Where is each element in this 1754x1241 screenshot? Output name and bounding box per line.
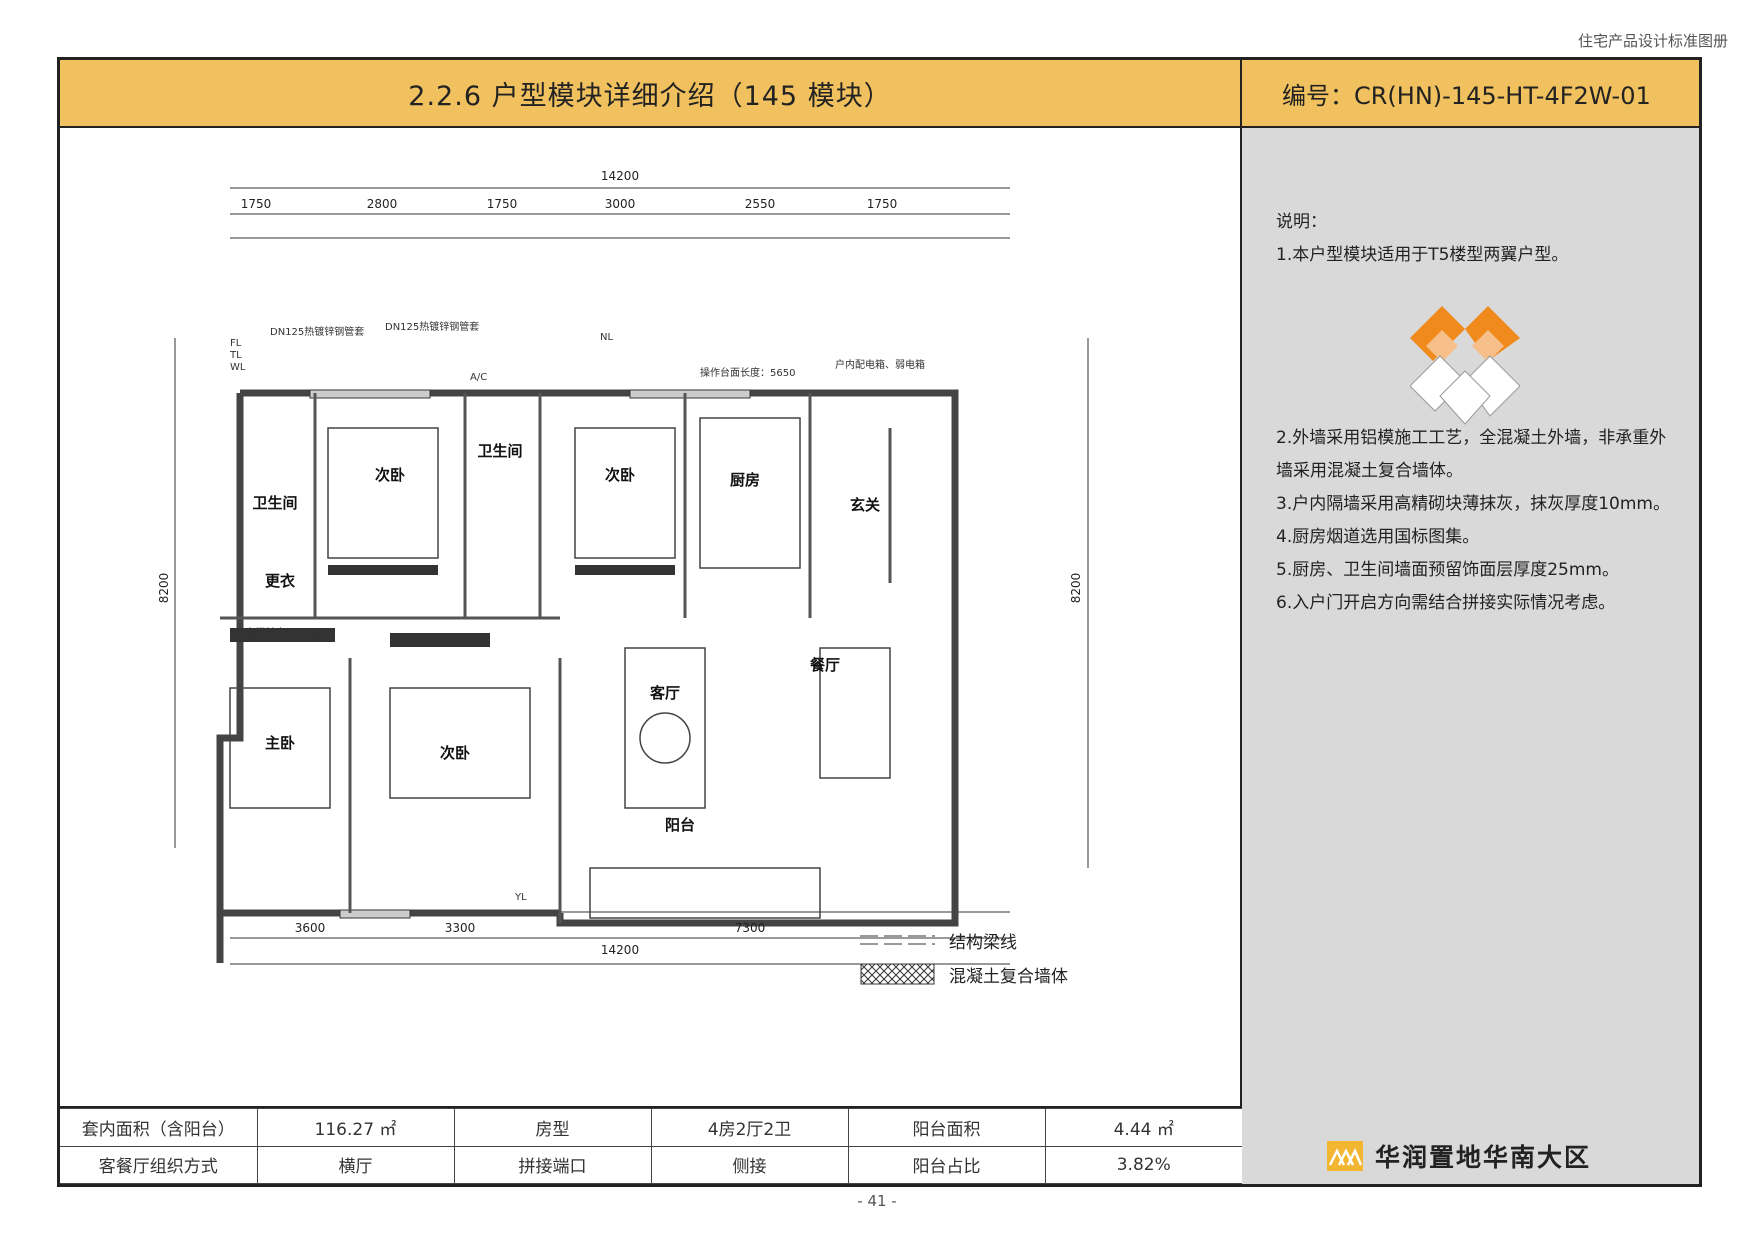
legend: 结构梁线 混凝土复合墙体 (860, 923, 1068, 991)
pipe-label-yl: YL (514, 892, 527, 903)
summary-cell: 客餐厅组织方式 (60, 1145, 258, 1184)
bed-master (229, 687, 331, 809)
summary-row: 套内面积（含阳台） 116.27 ㎡ 房型 4房2厅2卫 阳台面积 4.44 ㎡ (60, 1108, 1242, 1147)
summary-cell: 侧接 (650, 1145, 849, 1184)
sheet-title: 2.2.6 户型模块详细介绍（145 模块） (60, 60, 1242, 126)
room-bedroom-a: 次卧 (375, 466, 405, 484)
bed-bedroom-c (389, 687, 531, 799)
dim-top-2: 2800 (367, 197, 398, 211)
bed-bedroom-a (327, 427, 439, 559)
composite-wall-a (309, 389, 431, 399)
summary-cell: 116.27 ㎡ (256, 1108, 455, 1147)
dining-table (819, 647, 891, 779)
floor-plan: 14200 14200 1750 2800 1750 3000 2550 175… (157, 169, 1089, 965)
wardrobe-bedroom-c (390, 633, 490, 647)
pipe-label-fl: FL (230, 338, 242, 349)
dim-bottom-3: 7300 (735, 921, 766, 935)
legend-row-wall: 混凝土复合墙体 (860, 957, 1068, 991)
wardrobe-dressing (230, 628, 335, 642)
pipe-label-nl: NL (600, 332, 613, 343)
summary-cell: 4.44 ㎡ (1044, 1108, 1242, 1147)
room-kitchen: 厨房 (730, 471, 760, 489)
note-item: 1.本户型模块适用于T5楼型两翼户型。 (1276, 245, 1569, 265)
composite-wall-c (339, 909, 411, 919)
dim-left-total: 8200 (157, 573, 171, 604)
room-bath-a: 卫生间 (252, 494, 297, 512)
wardrobe-bedroom-a (328, 565, 438, 575)
beam-line-icon (860, 935, 935, 945)
module-diagram-icon (1410, 306, 1520, 425)
legend-beam-label: 结构梁线 (949, 932, 1017, 953)
note-item: 6.入户门开启方向需结合拼接实际情况考虑。 (1276, 593, 1616, 613)
dim-bottom-1: 3600 (295, 921, 326, 935)
sheet-frame: 2.2.6 户型模块详细介绍（145 模块） 编号：CR(HN)-145-HT-… (57, 57, 1702, 1187)
document-series-title: 住宅产品设计标准图册 (1577, 32, 1728, 50)
room-bedroom-b: 次卧 (605, 466, 635, 484)
floor-plan-area: 14200 14200 1750 2800 1750 3000 2550 175… (60, 128, 1242, 1106)
sofa-area (624, 647, 706, 809)
dim-top-total: 14200 (601, 169, 639, 183)
note-item: 5.厨房、卫生间墙面预留饰面层厚度25mm。 (1276, 560, 1619, 580)
sheet-code: 编号：CR(HN)-145-HT-4F2W-01 (1282, 81, 1651, 110)
pipe-label-tl: TL (229, 350, 242, 361)
page-number: - 41 - (857, 1192, 897, 1210)
room-bedroom-c: 次卧 (440, 744, 470, 762)
dim-bottom-2: 3300 (445, 921, 476, 935)
note-pipe-b: DN125热镀锌钢管套 (385, 320, 479, 333)
note-item: 4.厨房烟道选用国标图集。 (1276, 527, 1480, 547)
dim-top-6: 1750 (867, 197, 898, 211)
summary-cell: 拼接端口 (453, 1145, 652, 1184)
room-foyer: 玄关 (850, 496, 880, 514)
kitchen-counter (699, 417, 801, 569)
room-master: 主卧 (265, 734, 295, 752)
coffee-table (639, 712, 691, 764)
note-item: 3.户内隔墙采用高精砌块薄抹灰，抹灰厚度10mm。 (1276, 494, 1670, 514)
company-name: 华润置地华南大区 (1375, 1143, 1592, 1172)
dim-bottom-total: 14200 (601, 943, 639, 957)
summary-cell: 阳台占比 (847, 1145, 1046, 1184)
room-bath-b: 卫生间 (477, 442, 522, 460)
company-brand: 华润置地华南大区 (1327, 1134, 1591, 1178)
sheet-header: 2.2.6 户型模块详细介绍（145 模块） 编号：CR(HN)-145-HT-… (60, 60, 1699, 128)
dim-top-4: 3000 (605, 197, 636, 211)
room-living: 客厅 (649, 684, 680, 702)
room-balcony: 阳台 (665, 816, 695, 834)
ac-label: A/C (470, 372, 487, 383)
crland-logo-icon (1327, 1141, 1363, 1171)
composite-wall-b (629, 389, 751, 399)
notes-list: 说明： 1.本户型模块适用于T5楼型两翼户型。 2.外墙采用铝模施工工艺，全混凝… (1276, 206, 1676, 620)
note-meter: 户内配电箱、弱电箱 (835, 358, 925, 371)
composite-wall-icon (860, 963, 935, 985)
summary-table: 套内面积（含阳台） 116.27 ㎡ 房型 4房2厅2卫 阳台面积 4.44 ㎡… (60, 1106, 1242, 1184)
wall-south-east (556, 583, 959, 927)
summary-cell: 套内面积（含阳台） (60, 1108, 258, 1147)
summary-cell: 横厅 (256, 1145, 455, 1184)
bed-bedroom-b (574, 427, 676, 559)
notes-heading: 说明： (1276, 212, 1327, 232)
note-wardrobe: 衣柜长度：3500 (245, 626, 320, 639)
summary-cell: 4房2厅2卫 (650, 1108, 849, 1147)
pipe-label-wl: WL (230, 362, 246, 373)
summary-cell: 3.82% (1044, 1145, 1242, 1184)
room-dressing: 更衣 (265, 572, 295, 590)
wall-west (216, 393, 244, 963)
summary-cell: 房型 (453, 1108, 652, 1147)
notes-panel: 说明： 1.本户型模块适用于T5楼型两翼户型。 2.外墙采用铝模施工工艺，全混凝… (1242, 128, 1699, 1184)
summary-row: 客餐厅组织方式 横厅 拼接端口 侧接 阳台占比 3.82% (60, 1145, 1242, 1184)
dim-top-1: 1750 (241, 197, 272, 211)
room-dining: 餐厅 (810, 656, 840, 674)
wardrobe-bedroom-b (575, 565, 675, 575)
note-item: 2.外墙采用铝模施工工艺，全混凝土外墙，非承重外墙采用混凝土复合墙体。 (1276, 428, 1667, 481)
summary-cell: 阳台面积 (847, 1108, 1046, 1147)
legend-row-beam: 结构梁线 (860, 923, 1068, 957)
wall-north (240, 389, 959, 583)
legend-wall-label: 混凝土复合墙体 (949, 966, 1068, 987)
balcony-area (589, 867, 821, 919)
note-counter: 操作台面长度：5650 (700, 366, 795, 379)
dim-top-3: 1750 (487, 197, 518, 211)
dim-right-total: 8200 (1069, 573, 1083, 604)
dim-top-5: 2550 (745, 197, 776, 211)
note-pipe-a: DN125热镀锌钢管套 (270, 325, 364, 338)
